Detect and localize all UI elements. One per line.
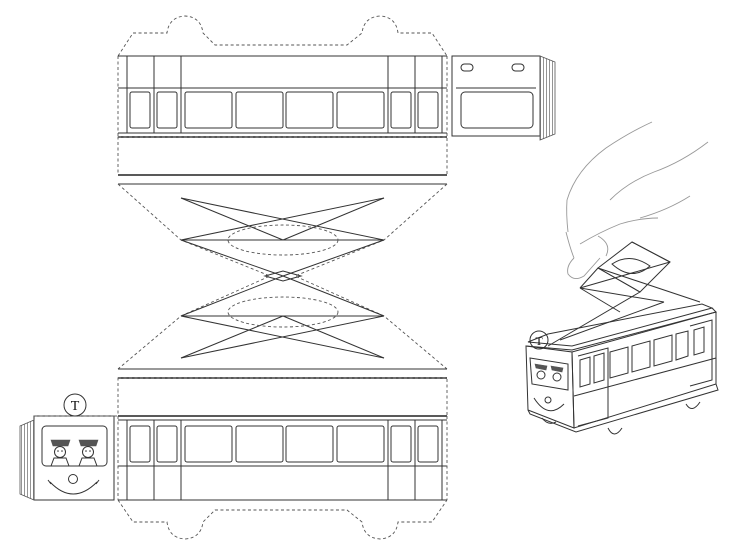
bottom-floor-strip xyxy=(117,368,448,417)
top-end-panel xyxy=(451,55,541,137)
model-badge-circle xyxy=(529,330,549,350)
tram-nose xyxy=(68,474,78,484)
pantograph-net xyxy=(117,183,448,370)
driver-left xyxy=(50,439,71,467)
tram-badge-circle xyxy=(63,393,87,417)
hand-illustration xyxy=(565,121,709,279)
model-pantograph xyxy=(547,241,701,347)
bottom-hatched-flap xyxy=(19,419,35,501)
top-side-panel xyxy=(117,15,448,138)
tram-badge-letter: T xyxy=(71,399,80,414)
bottom-side-panel xyxy=(117,415,448,540)
top-floor-strip xyxy=(117,136,448,185)
front-face-panel: T xyxy=(33,393,118,501)
driver-right xyxy=(78,439,99,467)
model-tram-body: T xyxy=(525,303,719,435)
assembled-tram-model: T xyxy=(525,121,719,435)
tram-smile xyxy=(49,481,98,495)
top-hatched-flap xyxy=(539,55,556,141)
model-badge-letter: T xyxy=(535,334,543,348)
